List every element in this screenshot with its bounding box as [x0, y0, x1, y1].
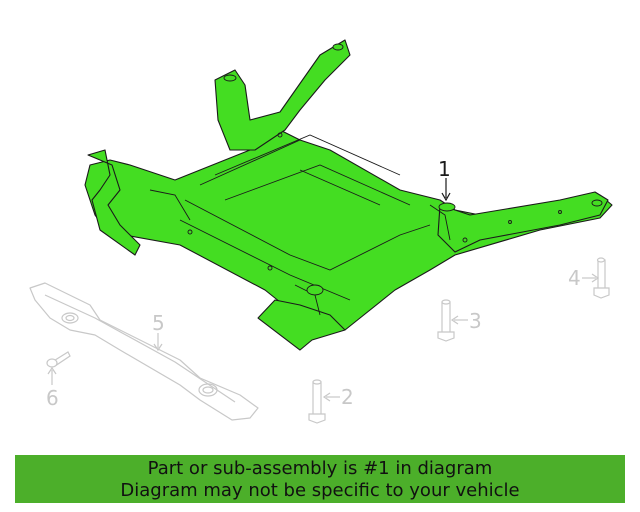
parts-diagram: 1 2 3 4 5 6: [29, 39, 613, 424]
part-4-bolt[interactable]: [593, 257, 610, 299]
banner-line-disclaimer: Diagram may not be specific to your vehi…: [120, 480, 520, 501]
callout-2[interactable]: 2: [341, 385, 354, 409]
part-2-bolt[interactable]: [308, 379, 326, 424]
callout-4[interactable]: 4: [568, 266, 581, 290]
callout-leaders: [47, 178, 600, 402]
part-6-bolt[interactable]: [46, 351, 71, 368]
banner-line-part: Part or sub-assembly is #1 in diagram: [147, 458, 493, 479]
part-1-subframe[interactable]: [84, 39, 613, 351]
part-5-brace[interactable]: [29, 282, 259, 421]
callout-5[interactable]: 5: [152, 311, 165, 335]
callout-1[interactable]: 1: [438, 157, 451, 181]
callout-3[interactable]: 3: [469, 309, 482, 333]
part-3-bolt[interactable]: [437, 299, 455, 342]
subframe-detail-lines: [149, 43, 603, 316]
info-banner: Part or sub-assembly is #1 in diagram Di…: [15, 455, 625, 503]
callout-6[interactable]: 6: [46, 386, 59, 410]
